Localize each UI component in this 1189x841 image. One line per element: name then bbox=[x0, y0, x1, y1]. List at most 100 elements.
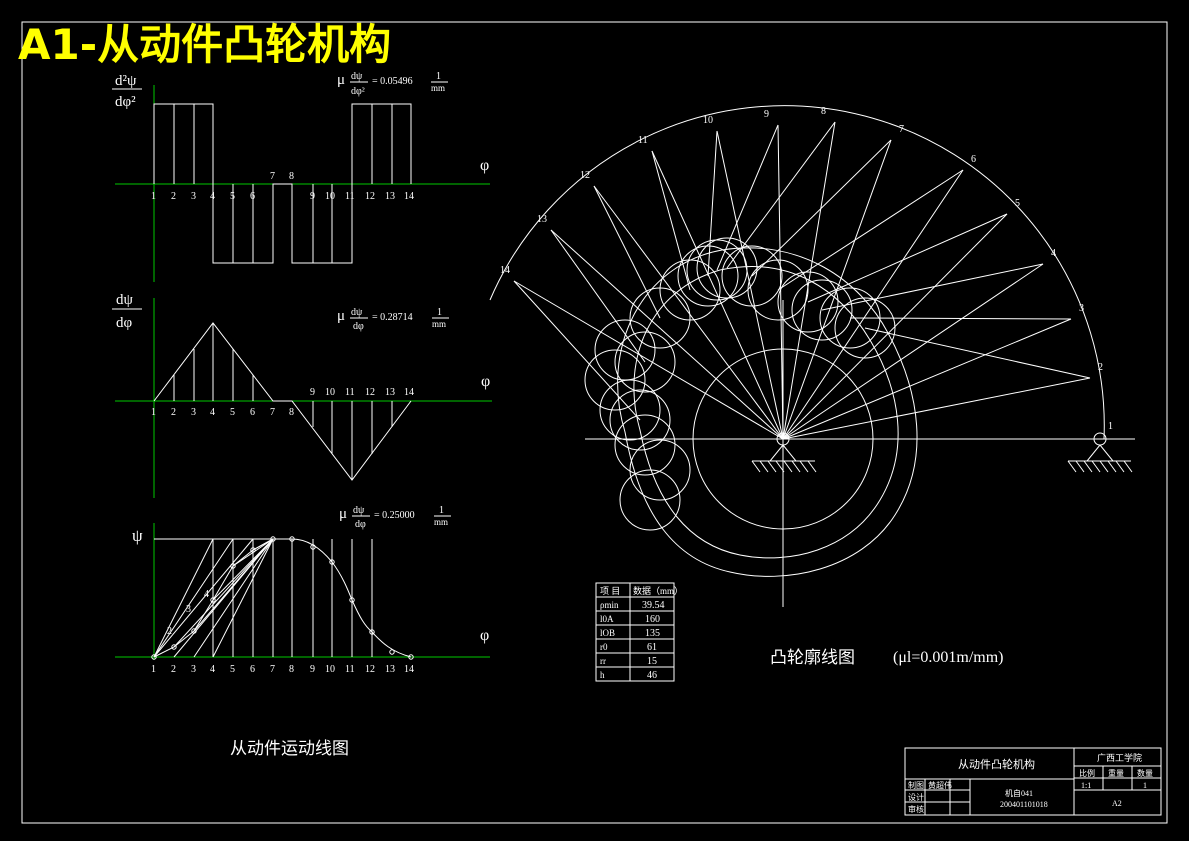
tb-count-label: 数量 bbox=[1137, 768, 1153, 778]
accel-point-label: 10 bbox=[325, 191, 335, 202]
ground-hatch-line bbox=[1091, 460, 1101, 473]
accel-point-label: 1 bbox=[151, 191, 156, 202]
cam-position-label: 6 bbox=[971, 154, 976, 165]
displacement-construction-line bbox=[193, 538, 274, 658]
accel-point-label: 4 bbox=[210, 191, 215, 202]
tb-role-1: 设计 bbox=[908, 792, 924, 802]
ground-hatch-line bbox=[767, 460, 777, 473]
ground-hatch-line bbox=[807, 460, 817, 473]
displacement-construction-line bbox=[173, 538, 274, 658]
follower-arm-line bbox=[849, 317, 1072, 320]
cam-position-label: 8 bbox=[821, 106, 826, 117]
velocity-point-label: 12 bbox=[365, 387, 375, 398]
title-block-frame bbox=[904, 747, 1162, 816]
accel-scale-unit-den: mm bbox=[431, 83, 445, 93]
parameter-table-rows bbox=[596, 596, 674, 668]
tb-person-0: 黄超伟 bbox=[928, 780, 952, 790]
displacement-curve-point bbox=[349, 597, 355, 603]
cam-position-label: 4 bbox=[1051, 248, 1056, 259]
param-value-5: 46 bbox=[647, 670, 657, 681]
velocity-point-label: 10 bbox=[325, 387, 335, 398]
displacement-curve-point bbox=[369, 629, 375, 635]
displacement-point-label: 14 bbox=[404, 664, 414, 675]
pivot-link-line bbox=[550, 229, 784, 440]
accel-point-label: 14 bbox=[404, 191, 414, 202]
parameter-table: 项 目 数据（mm） ρmin 39.54 l0A 160 lOB 135 r0… bbox=[595, 582, 683, 682]
roller-circle bbox=[777, 271, 839, 333]
roller-circle bbox=[614, 414, 676, 476]
accel-curve bbox=[153, 103, 412, 264]
displacement-curve-label-2: 2 bbox=[167, 626, 172, 637]
roller-circle bbox=[686, 239, 748, 301]
displacement-curve-points bbox=[151, 536, 414, 660]
velocity-point-label: 5 bbox=[230, 407, 235, 418]
displacement-point-label: 9 bbox=[310, 664, 315, 675]
follower-arm-line bbox=[716, 124, 779, 271]
param-name-2: lOB bbox=[600, 628, 615, 638]
roller-circle bbox=[629, 439, 691, 501]
ground-hatch-line bbox=[1075, 460, 1085, 473]
velocity-point-label: 1 bbox=[151, 407, 156, 418]
velocity-point-label: 11 bbox=[345, 387, 355, 398]
ground-hatch-line bbox=[775, 460, 785, 473]
displacement-point-label: 6 bbox=[250, 664, 255, 675]
param-name-5: h bbox=[600, 670, 605, 680]
accel-point-label: 2 bbox=[171, 191, 176, 202]
param-name-0: ρmin bbox=[600, 600, 619, 610]
accel-scale-mu: μ bbox=[337, 72, 345, 88]
follower-arm-line bbox=[707, 130, 718, 277]
accel-ylabel-den: dφ² bbox=[115, 94, 136, 110]
ground-hatch-line bbox=[791, 460, 801, 473]
accel-point-label: 6 bbox=[250, 191, 255, 202]
ground-hatch-line bbox=[1115, 460, 1125, 473]
drawing-border bbox=[21, 21, 1168, 824]
roller-circle bbox=[629, 287, 691, 349]
follower-arm-line bbox=[550, 229, 646, 363]
displacement-scale-num: dψ bbox=[353, 505, 365, 516]
displacement-scale-mu: μ bbox=[339, 506, 347, 522]
tb-drawing-name: 从动件凸轮机构 bbox=[958, 757, 1035, 771]
velocity-gridlines bbox=[173, 323, 393, 480]
accel-scale-unit-num: 1 bbox=[436, 71, 441, 82]
displacement-curve-point bbox=[310, 544, 316, 550]
follower-arm-line bbox=[726, 121, 836, 269]
roller-circle bbox=[721, 245, 783, 307]
displacement-curve-point bbox=[408, 654, 414, 660]
param-value-0: 39.54 bbox=[642, 600, 665, 611]
velocity-point-label: 6 bbox=[250, 407, 255, 418]
velocity-point-label: 3 bbox=[191, 407, 196, 418]
pivot-link-line bbox=[651, 150, 784, 440]
follower-arm-line bbox=[513, 280, 641, 421]
displacement-scale-den: dφ bbox=[355, 519, 366, 530]
accel-scale-den: dφ² bbox=[351, 86, 365, 97]
cam-position-label: 11 bbox=[638, 135, 648, 146]
displacement-xlabel: φ bbox=[480, 627, 489, 644]
accel-point-label: 9 bbox=[310, 191, 315, 202]
param-name-1: l0A bbox=[600, 614, 614, 624]
pivot-arc bbox=[489, 105, 1105, 440]
accel-point-label: 13 bbox=[385, 191, 395, 202]
roller-circle bbox=[599, 379, 661, 441]
displacement-curve-point bbox=[289, 536, 295, 542]
param-value-1: 160 bbox=[645, 614, 660, 625]
param-value-4: 15 bbox=[647, 656, 657, 667]
cam-scale-label: (μl=0.001m/mm) bbox=[893, 649, 1003, 666]
displacement-point-label: 7 bbox=[270, 664, 275, 675]
roller-circle bbox=[594, 319, 656, 381]
roller-circle bbox=[614, 331, 676, 393]
velocity-scale-value: = 0.28714 bbox=[372, 312, 413, 323]
ground-hatch-line bbox=[751, 460, 761, 473]
displacement-curve-point bbox=[151, 654, 157, 660]
displacement-point-label: 11 bbox=[345, 664, 355, 675]
cam-position-label: 13 bbox=[537, 214, 547, 225]
displacement-curve-point bbox=[250, 547, 256, 553]
ground-hatch-line bbox=[1107, 460, 1117, 473]
param-value-3: 61 bbox=[647, 642, 657, 653]
displacement-curve-label-4: 4 bbox=[204, 589, 209, 600]
pivot-link-line bbox=[782, 377, 1091, 440]
